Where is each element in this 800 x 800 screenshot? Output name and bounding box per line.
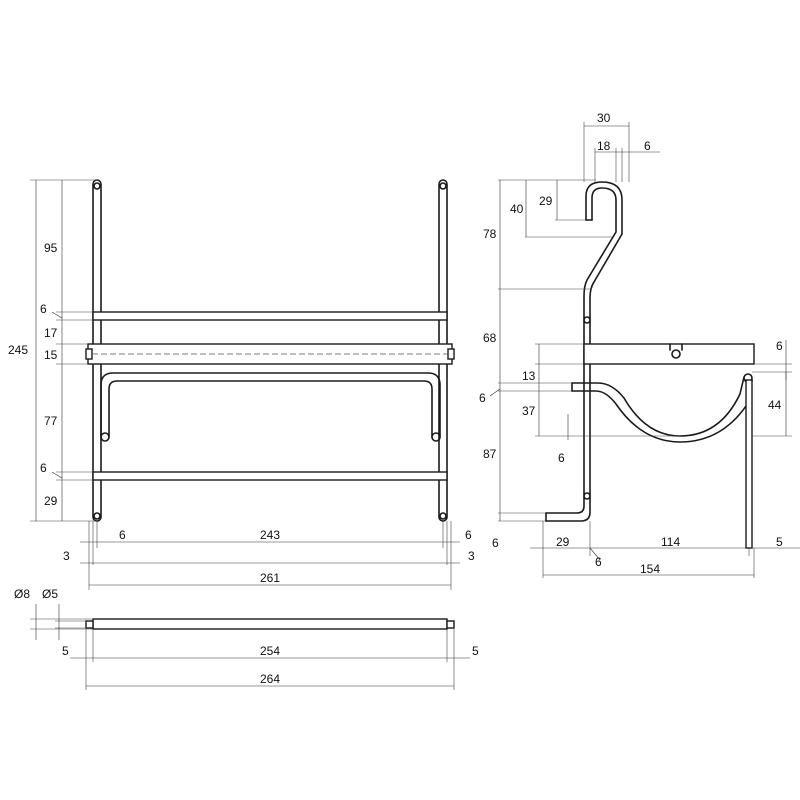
dim-front-leg-right: 6 [465,528,472,542]
dim-front-bar-lower: 6 [40,461,47,475]
dim-side-cradle-width: 114 [661,535,680,549]
rod-view: Ø8 Ø5 5 254 5 264 [14,587,479,690]
dim-front-gap-upper: 17 [44,326,58,340]
side-frame-outer [545,181,623,522]
dim-side-wire-left: 6 [479,391,486,405]
dim-rod-length: 254 [260,644,280,658]
rod-pin-right [446,620,455,629]
dim-rod-overall-length: 264 [260,672,280,686]
side-cradle-outer [571,376,745,437]
dim-side-lower-height: 87 [483,447,497,461]
rod-end-left [85,348,93,360]
dim-rod-pin-right: 5 [472,644,479,658]
frame-upper-pivot [583,316,591,324]
dim-front-bottom-section: 29 [44,494,58,508]
side-view [545,181,755,549]
dim-side-tip-right: 5 [776,535,783,549]
dim-side-frame-wire: 6 [595,555,602,569]
side-shelf-bar [583,343,755,365]
right-leg-top-cap [439,182,447,190]
lower-cross-bar [92,471,448,481]
dim-side-upper-height: 78 [483,227,497,241]
dim-front-top-section: 95 [44,241,58,255]
dim-side-cradle-top: 13 [522,369,536,383]
dim-side-cradle-depth: 37 [522,404,536,418]
left-leg-foot-cap [93,512,101,520]
dim-front-bar-upper: 6 [40,302,47,316]
cradle-frame-inner [108,380,433,438]
dim-side-foot-thick: 6 [492,536,499,550]
front-view [85,179,455,522]
dim-rod-diameter-pin: Ø5 [42,587,58,601]
cradle-frame-outer [100,372,441,438]
rod-pin-left [85,620,94,629]
dim-side-overall-depth: 154 [640,562,660,576]
dim-side-hook-inner: 18 [597,139,611,153]
dim-front-rod: 15 [44,348,58,362]
dim-side-shelf-height: 68 [483,331,497,345]
frame-lower-pivot [583,492,591,500]
dim-side-foot-length: 29 [556,535,570,549]
side-cradle-leg [745,379,753,549]
dim-side-hook-height: 40 [510,202,524,216]
rod-end-right [447,348,455,360]
dim-front-inner-width: 243 [260,528,280,542]
dim-side-wire-mid: 6 [558,451,565,465]
dim-front-offset-right: 3 [468,549,475,563]
dim-rod-diameter-outer: Ø8 [14,587,30,601]
upper-cross-bar [92,311,448,321]
right-leg-foot-cap [439,512,447,520]
dim-front-mid-section: 77 [44,414,58,428]
dim-side-shelf-thick: 6 [776,339,783,353]
dim-rod-pin-left: 5 [62,644,69,658]
side-frame-inner [545,187,617,514]
shelf-rod-slot [671,349,681,359]
dim-front-leg-left: 6 [119,528,126,542]
dim-front-height-total: 245 [8,343,28,357]
dim-side-hook-drop: 29 [539,194,553,208]
cradle-left-end-cap [100,432,110,442]
front-vertical-dimensions: 245 95 6 17 15 77 6 29 [8,179,97,522]
rod-body [92,618,448,630]
dim-side-hook-width: 30 [597,111,611,125]
dim-front-overall-width: 261 [260,571,280,585]
left-leg-top-cap [93,182,101,190]
cradle-right-end-cap [431,432,441,442]
dim-side-hook-wire: 6 [644,139,651,153]
dim-front-offset-left: 3 [63,549,70,563]
front-horizontal-dimensions: 6 243 6 3 3 261 [63,521,475,590]
dim-side-cradle-height: 44 [768,398,782,412]
side-dimensions: 30 18 6 40 29 78 68 87 13 6 37 6 6 [479,111,800,578]
